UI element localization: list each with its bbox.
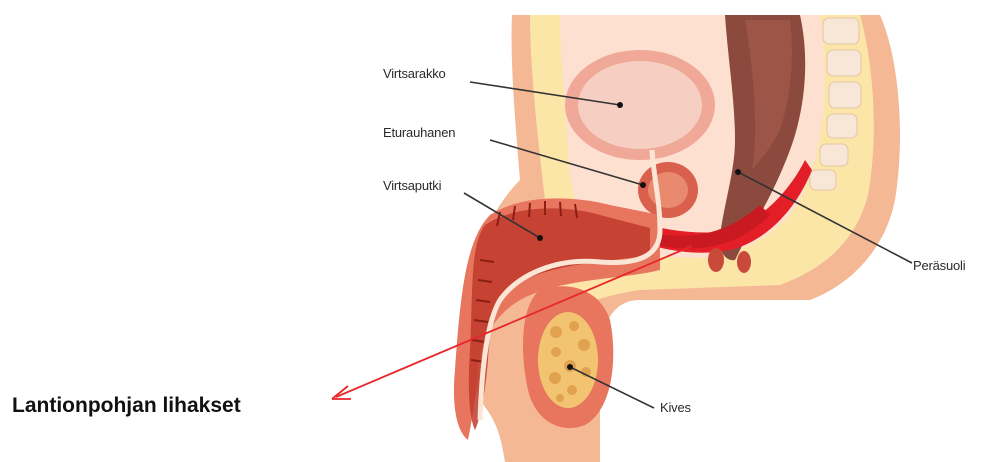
label-eturauhanen: Eturauhanen <box>383 125 455 140</box>
label-virtsarakko: Virtsarakko <box>383 66 446 81</box>
label-virtsaputki: Virtsaputki <box>383 178 441 193</box>
label-kives: Kives <box>660 400 691 415</box>
bladder-inner <box>578 61 702 149</box>
label-perasuoli: Peräsuoli <box>913 258 965 273</box>
testis <box>538 312 598 408</box>
label-lantionpohjan-lihakset: Lantionpohjan lihakset <box>12 394 241 418</box>
